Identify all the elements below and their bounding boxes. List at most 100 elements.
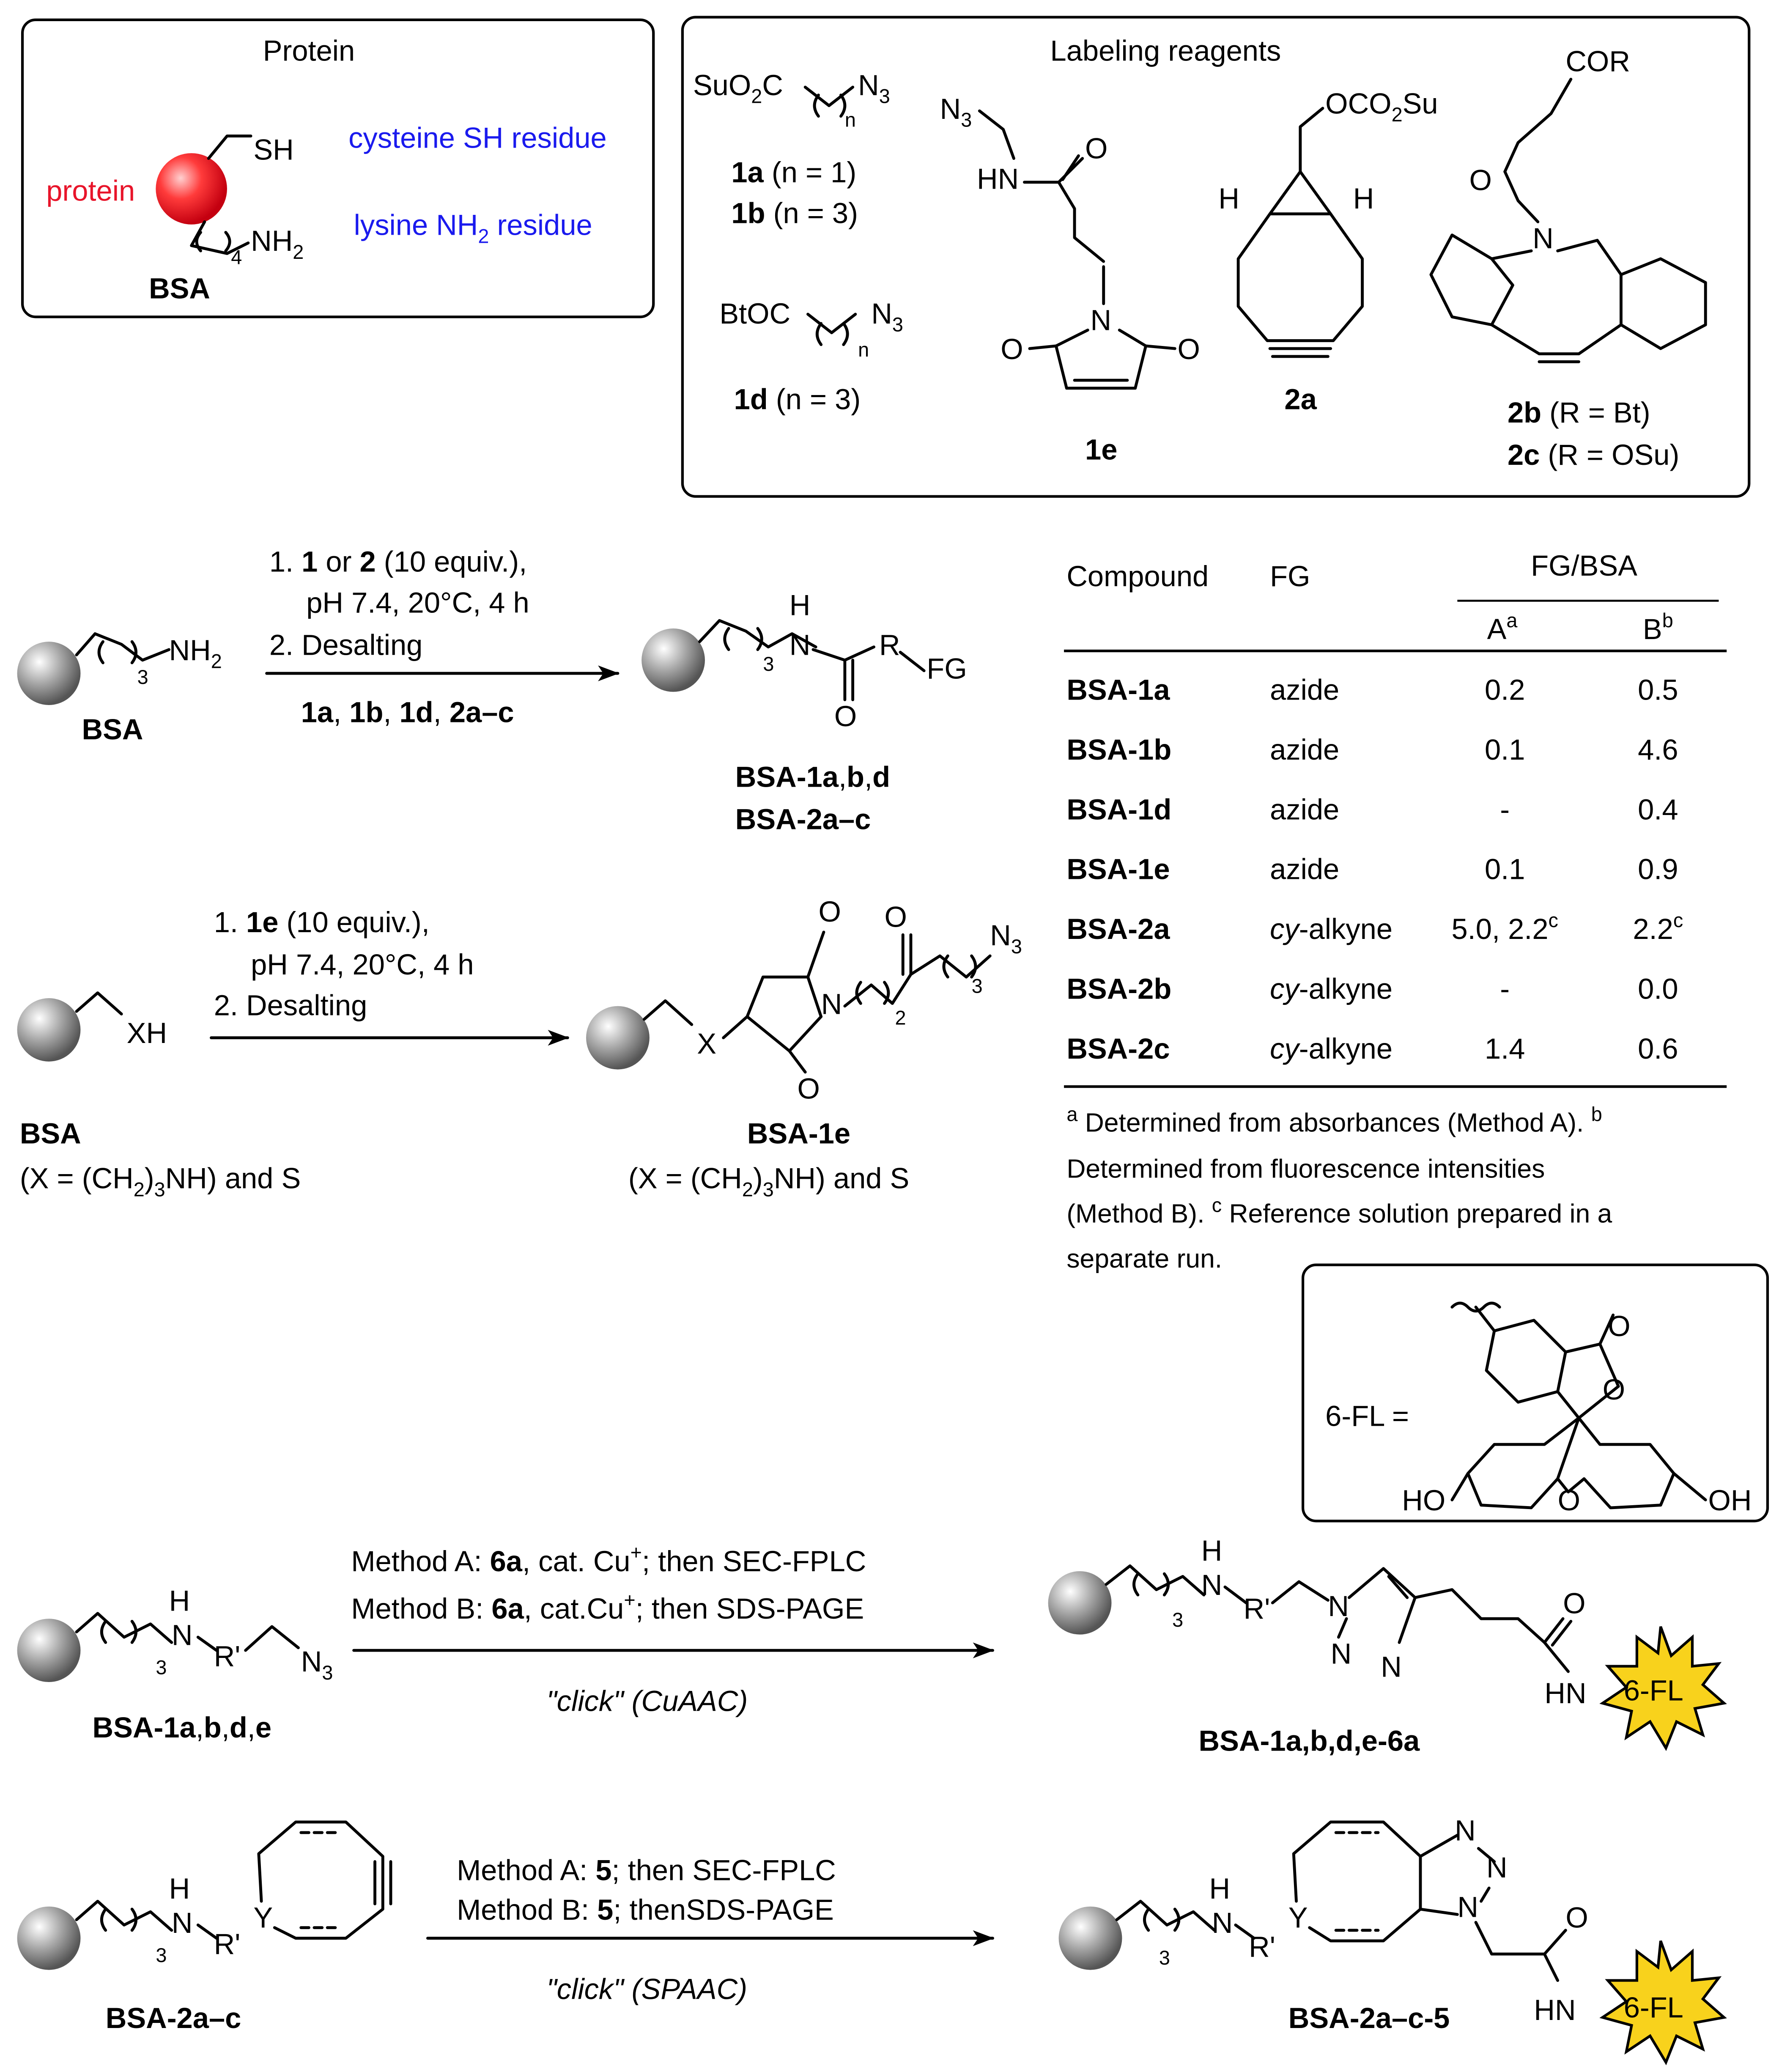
s3-cond2-sup: + bbox=[624, 1589, 635, 1611]
r1e-carbonyls bbox=[1028, 344, 1176, 350]
r1e-o-right: O bbox=[1178, 333, 1200, 365]
r1e-n3-text: N bbox=[940, 93, 961, 125]
fl-xanthene bbox=[1466, 1416, 1675, 1509]
s1-reagent-1b: 1b bbox=[349, 696, 383, 729]
r1-bracket bbox=[813, 93, 847, 118]
s1-sep-3: , bbox=[433, 696, 450, 729]
lys-chain-sub: 4 bbox=[231, 246, 242, 268]
s1-cond-reag-b: 2 bbox=[360, 546, 376, 578]
s1-prod-sub3: 3 bbox=[763, 653, 774, 675]
scheme-2-maleimide-labeling: XH BSA (X = (CH2)3NH) and S 1. 1e (10 eq… bbox=[17, 895, 1022, 1200]
r1e-o: O bbox=[1085, 132, 1107, 165]
s3-cond1-post: , cat. Cu bbox=[522, 1545, 630, 1578]
reagent-box-title: Labeling reagents bbox=[1050, 35, 1281, 67]
s3-sm-label-d: d bbox=[230, 1711, 247, 1744]
r2b-carbonyl bbox=[1503, 170, 1540, 223]
table-cell-b: 0.6 bbox=[1638, 1032, 1678, 1065]
s3-prod-bracket bbox=[1132, 1572, 1170, 1597]
s3-prod-label: BSA-1a,b,d,e-6a bbox=[1199, 1724, 1420, 1757]
s3-cond2-end: ; then SDS-PAGE bbox=[636, 1592, 864, 1625]
s3-cond1-end: ; then SEC-FPLC bbox=[642, 1545, 866, 1578]
s2-sm-note-end: NH) and S bbox=[165, 1162, 301, 1195]
fl-lactone-co bbox=[1598, 1313, 1615, 1346]
fl-box-label: 6-FL = bbox=[1325, 1400, 1409, 1432]
s1-sm-bracket bbox=[97, 640, 137, 664]
s2-sm-label: BSA bbox=[20, 1117, 81, 1150]
s1-prod-r-fg bbox=[899, 650, 926, 672]
reagent-2c-cond: (R = OSu) bbox=[1540, 439, 1679, 471]
footnote-line4: separate run. bbox=[1066, 1244, 1222, 1273]
footnote-line3: (Method B). c Reference solution prepare… bbox=[1066, 1194, 1612, 1229]
s2-prod-n3-sub: 3 bbox=[1011, 936, 1022, 958]
s2-prod-note-post: ) bbox=[753, 1162, 763, 1195]
reagent-1d-cond: (n = 3) bbox=[768, 383, 861, 416]
reagent-box-border bbox=[681, 16, 1751, 498]
r2b-right-benzene bbox=[1556, 239, 1707, 350]
s3-prod-triazole-double bbox=[1387, 1575, 1409, 1599]
s1-prod-l1e: d bbox=[872, 761, 890, 793]
r2b-chain bbox=[1503, 77, 1573, 173]
s3-cond1-pre: Method A: bbox=[351, 1545, 490, 1578]
table-cell-a: 0.1 bbox=[1485, 853, 1525, 886]
s3-cond1-reag: 6a bbox=[490, 1545, 523, 1578]
s1-sm-chain bbox=[75, 632, 171, 662]
table-cell-b-value: 0.9 bbox=[1638, 853, 1678, 886]
r1d-n3-text: N bbox=[871, 297, 892, 330]
footnote-line1: a Determined from absorbances (Method A)… bbox=[1066, 1103, 1602, 1137]
s4-prod-linker bbox=[1474, 1921, 1567, 1956]
s3-sm-sub3: 3 bbox=[156, 1656, 167, 1678]
s4-prod-bracket bbox=[1143, 1907, 1181, 1932]
s4-prod-h: H bbox=[1209, 1872, 1230, 1905]
s4-sm-ring-dashed bbox=[299, 1831, 342, 1929]
s2-sm-note: (X = (CH2)3NH) and S bbox=[20, 1162, 301, 1201]
subheader-b-text: B bbox=[1643, 613, 1662, 645]
subheader-a-sup: a bbox=[1506, 609, 1518, 631]
r2a-ring bbox=[1236, 212, 1364, 342]
s2-prod-n3: N3 bbox=[990, 919, 1022, 958]
bsa-sphere-s2-prod bbox=[586, 1006, 650, 1070]
table-cell-fg: azide bbox=[1270, 853, 1339, 886]
s3-cond-line1: Method A: 6a, cat. Cu+; then SEC-FPLC bbox=[351, 1542, 866, 1578]
lys-bracket-left bbox=[195, 231, 202, 252]
r1-formula-c: C bbox=[762, 69, 783, 102]
nh2-sub: 2 bbox=[293, 241, 304, 263]
fl-o-bridge: O bbox=[1558, 1484, 1580, 1517]
r1-chain bbox=[803, 85, 855, 107]
r1d-n3-sub: 3 bbox=[892, 314, 903, 336]
s3-sm-nr bbox=[196, 1636, 218, 1652]
s1-prod-l1d: , bbox=[864, 761, 872, 793]
s4-sm-chain bbox=[75, 1899, 173, 1932]
table-cell-b-value: 0.5 bbox=[1638, 674, 1678, 706]
s2-sm-chain bbox=[75, 991, 123, 1015]
table-cell-fg: azide bbox=[1270, 793, 1339, 826]
s4-sm-nr bbox=[196, 1924, 218, 1940]
reagent-2c: 2c (R = OSu) bbox=[1508, 439, 1679, 471]
table-cell-a: 0.1 bbox=[1485, 733, 1525, 766]
reagent-2b-cond: (R = Bt) bbox=[1541, 396, 1650, 429]
lysine-sub: 2 bbox=[478, 225, 489, 247]
s4-prod-n: N bbox=[1212, 1907, 1233, 1939]
s4-cond2-end: ; thenSDS-PAGE bbox=[613, 1894, 833, 1926]
lysine-post: residue bbox=[489, 209, 592, 242]
table-cell-fg-text: azide bbox=[1270, 793, 1339, 826]
s1-sm-nh2-sub: 2 bbox=[211, 650, 222, 672]
s1-cond-or: or bbox=[318, 546, 359, 578]
r1e-n3-sub: 3 bbox=[961, 109, 972, 131]
r1d-formula: BtOC bbox=[719, 297, 790, 330]
s3-sm-chain bbox=[75, 1612, 173, 1644]
bsa-sphere-s2 bbox=[17, 998, 81, 1062]
bsa-sphere-s3 bbox=[17, 1619, 81, 1682]
table-cell-b: 0.4 bbox=[1638, 793, 1678, 826]
table-cell-a-value: 1.4 bbox=[1485, 1032, 1525, 1065]
nh2-label: NH2 bbox=[251, 225, 304, 263]
s2-prod-co-top bbox=[806, 930, 825, 979]
reagent-1b: 1b (n = 3) bbox=[731, 197, 858, 230]
s3-sm-n3: N3 bbox=[301, 1645, 333, 1684]
s4-prod-cn bbox=[1543, 1952, 1560, 1982]
subheader-a-text: A bbox=[1487, 613, 1507, 645]
s1-sep-1: , bbox=[333, 696, 349, 729]
s2-prod-note-sub: 2 bbox=[742, 1178, 753, 1200]
s1-prod-fg: FG bbox=[927, 653, 967, 685]
reagent-1a: 1a (n = 1) bbox=[731, 156, 856, 189]
